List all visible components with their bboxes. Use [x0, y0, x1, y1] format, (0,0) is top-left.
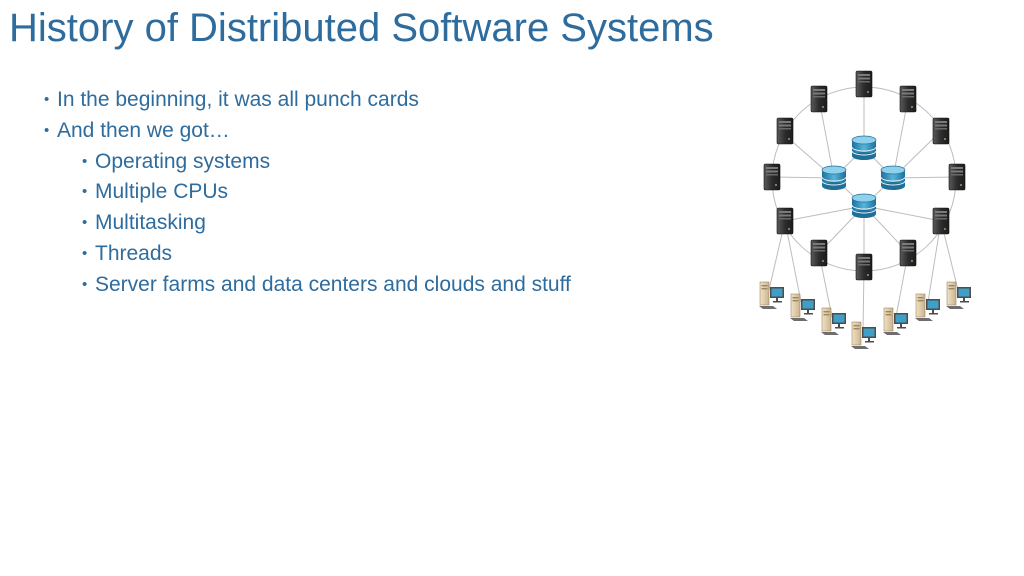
slide-title: History of Distributed Software Systems [9, 6, 714, 50]
desktop-computer-icon [758, 281, 785, 310]
server-tower-icon [810, 239, 828, 267]
bullet-dot: • [82, 152, 88, 170]
bullet-dot: • [44, 91, 50, 108]
desktop-computer-icon [945, 281, 972, 310]
server-tower-icon [899, 239, 917, 267]
sub-bullet-item: • Threads [44, 240, 571, 271]
sub-bullet-item: • Server farms and data centers and cloud… [44, 271, 571, 302]
bullet-item: • In the beginning, it was all punch card… [44, 86, 571, 117]
sub-bullet-item: • Multitasking [44, 209, 571, 240]
desktop-computer-icon [789, 293, 816, 322]
bullet-dot: • [82, 214, 88, 232]
server-tower-icon [948, 163, 966, 191]
desktop-computer-icon [914, 293, 941, 322]
sub-bullet-item: • Multiple CPUs [44, 178, 571, 209]
bullet-dot: • [44, 121, 50, 139]
bullet-dot: • [82, 183, 88, 201]
bullet-dot: • [82, 275, 88, 293]
bullet-text: Threads [95, 241, 173, 265]
bullet-text: Multiple CPUs [95, 180, 229, 204]
distributed-network-diagram [758, 70, 972, 350]
bullet-dot: • [82, 244, 88, 262]
bullet-text: Operating systems [95, 149, 271, 173]
server-tower-icon [855, 70, 873, 98]
database-cylinder-icon [851, 193, 877, 219]
server-tower-icon [810, 85, 828, 113]
bullet-text: In the beginning, it was all punch cards [57, 88, 419, 111]
desktop-computer-icon [820, 307, 847, 336]
bullet-text: Multitasking [95, 211, 206, 235]
server-tower-icon [932, 117, 950, 145]
database-cylinder-icon [880, 165, 906, 191]
server-tower-icon [776, 207, 794, 235]
server-tower-icon [776, 117, 794, 145]
bullet-text: Server farms and data centers and clouds… [95, 272, 571, 296]
database-cylinder-icon [851, 135, 877, 161]
bullet-list: • In the beginning, it was all punch card… [44, 86, 571, 302]
bullet-item: • And then we got… [44, 117, 571, 148]
server-tower-icon [899, 85, 917, 113]
sub-bullet-item: • Operating systems [44, 148, 571, 179]
server-tower-icon [763, 163, 781, 191]
server-tower-icon [932, 207, 950, 235]
database-cylinder-icon [821, 165, 847, 191]
server-tower-icon [855, 253, 873, 281]
desktop-computer-icon [882, 307, 909, 336]
bullet-text: And then we got… [57, 118, 230, 142]
